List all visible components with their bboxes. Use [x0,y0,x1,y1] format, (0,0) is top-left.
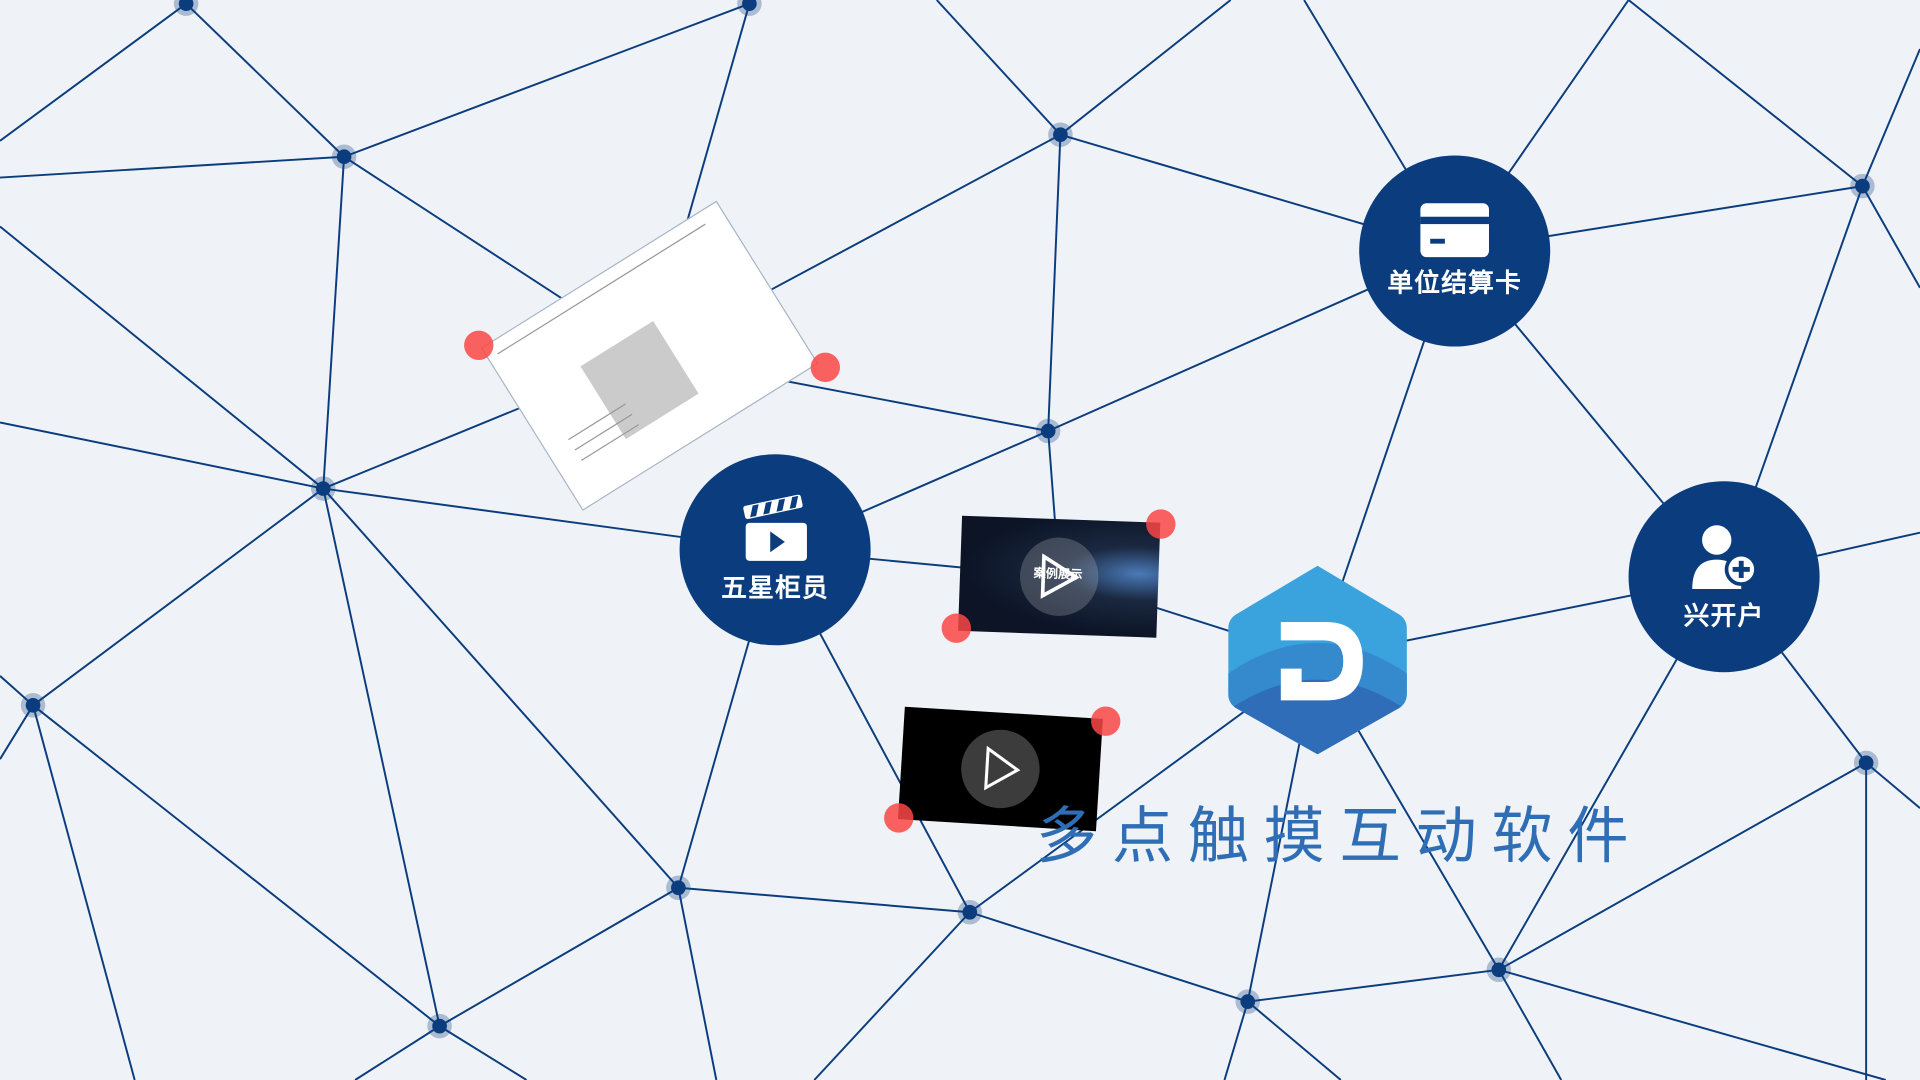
network-line [0,704,34,760]
drag-handle[interactable] [884,803,914,833]
network-node [962,904,978,920]
app-title: 多点触摸互动软件 [1035,800,1644,872]
network-line [0,225,324,490]
network-line [1059,0,1232,136]
play-icon [1040,553,1080,599]
node-label: 五星柜员 [721,573,829,603]
network-line [813,911,971,1080]
drag-handle[interactable] [464,330,494,361]
network-node [25,697,41,713]
network-node [1053,127,1068,143]
network-line [1498,762,1867,971]
network-line [0,155,345,179]
document-line [581,424,639,461]
network-line [1861,185,1920,289]
network-node [432,1018,447,1034]
network-line [1865,762,1920,809]
network-line [936,0,1062,136]
node-account[interactable]: 兴开户 [1628,481,1820,673]
drag-handle[interactable] [1091,706,1121,736]
drag-handle[interactable] [1146,509,1176,539]
network-node [1491,962,1507,978]
network-line [0,675,34,707]
video-thumbnail-case[interactable]: 案例展示 [958,515,1161,638]
network-node [1240,994,1256,1009]
video-caption: 案例展示 [1033,567,1083,583]
network-line [969,911,1249,1003]
node-teller[interactable]: 五星柜员 [679,454,871,646]
network-line [1498,968,1886,1080]
network-node [1855,178,1870,194]
network-node [315,481,331,496]
network-node [1040,423,1056,439]
drag-handle[interactable] [810,352,841,383]
network-node [1858,755,1874,771]
play-button[interactable] [958,727,1042,811]
network-line [322,487,680,889]
network-line [1861,48,1920,187]
network-line [322,488,441,1027]
drag-handle[interactable] [941,613,972,643]
network-line [32,705,136,1080]
network-line [678,886,970,914]
network-line [1223,1001,1249,1080]
node-label: 单位结算卡 [1387,268,1523,298]
network-line [439,1025,528,1080]
network-line [1497,969,1563,1080]
network-line [1627,0,1864,187]
video-thumbnail[interactable] [897,706,1103,832]
network-line [1247,1000,1342,1080]
network-line [0,2,187,142]
network-line [1047,134,1062,432]
network-node [671,880,686,896]
network-line [0,421,324,490]
logo-d-icon[interactable] [1228,563,1407,756]
node-label: 兴开户 [1683,601,1765,631]
network-line [1247,968,1499,1003]
network-line [677,887,718,1080]
network-line [439,886,679,1027]
node-card[interactable]: 单位结算卡 [1359,155,1551,347]
network-line [32,487,324,707]
play-icon [984,745,1021,791]
clapperboard-icon [743,494,807,561]
network-line [185,2,345,158]
play-button[interactable] [1018,536,1100,618]
user-plus-icon [1692,525,1758,589]
network-line [32,704,441,1027]
network-line [343,2,750,158]
network-node [336,149,352,165]
network-line [354,1025,441,1080]
network-line [322,156,346,489]
network-node [742,0,757,12]
network-node [178,0,194,12]
card-icon [1420,203,1489,258]
